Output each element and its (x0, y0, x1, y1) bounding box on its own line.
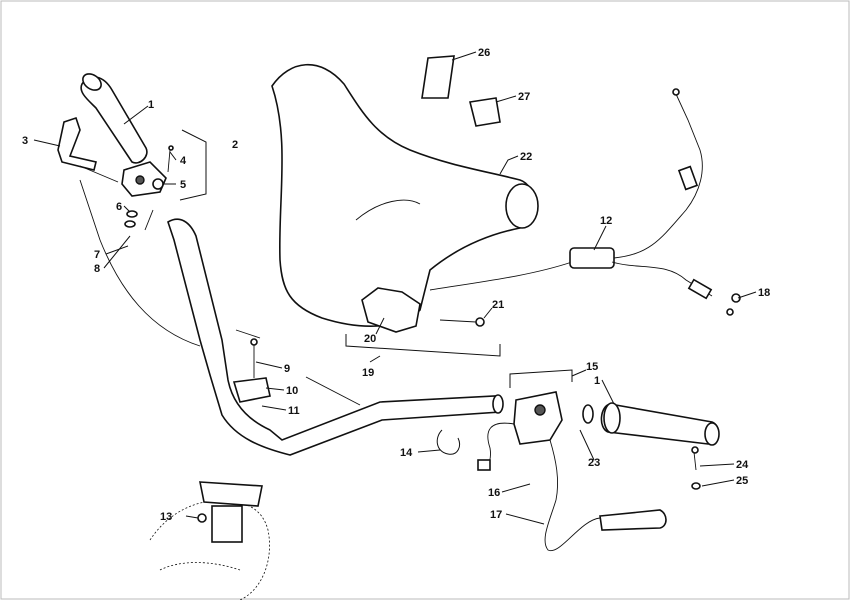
handlebar-pad (271, 63, 539, 327)
callout-labels: 1 2 3 4 5 6 7 8 9 10 11 12 13 14 15 1 16… (22, 47, 770, 523)
callout-25: 25 (736, 475, 748, 487)
callout-4: 4 (180, 155, 187, 167)
callout-8: 8 (94, 263, 100, 275)
snap-ring-14 (436, 429, 461, 455)
screw-24 (691, 446, 699, 471)
throttle-cable (429, 88, 741, 316)
callout-1-left: 1 (148, 99, 154, 111)
callout-12: 12 (600, 215, 612, 227)
callout-11: 11 (288, 405, 300, 417)
right-switch-housing (509, 369, 594, 445)
callout-14: 14 (400, 447, 413, 459)
pad-foam-insert (361, 287, 421, 333)
left-throttle-housing (57, 116, 201, 347)
wire-harness (477, 422, 667, 551)
handlebar (167, 218, 504, 456)
callout-13: 13 (160, 511, 172, 523)
leader-lines (33, 51, 757, 525)
clamp-bolt-9 (250, 338, 258, 378)
right-grip (600, 402, 720, 446)
callout-1-right: 1 (594, 375, 600, 387)
callout-26: 26 (478, 47, 490, 59)
screw-21 (439, 317, 485, 327)
callout-20: 20 (364, 333, 376, 345)
callout-19: 19 (362, 367, 374, 379)
nut-25 (691, 482, 701, 490)
callout-15: 15 (586, 361, 598, 373)
callout-24: 24 (736, 459, 749, 471)
steering-post (149, 481, 270, 600)
callout-3: 3 (22, 135, 28, 147)
left-grip (80, 73, 148, 164)
callout-17: 17 (490, 509, 502, 521)
callout-23: 23 (588, 457, 600, 469)
callout-6: 6 (116, 201, 122, 213)
callout-9: 9 (284, 363, 290, 375)
part-27 (469, 97, 501, 127)
callout-27: 27 (518, 91, 530, 103)
callout-10: 10 (286, 385, 298, 397)
callout-5: 5 (180, 179, 186, 191)
callout-18: 18 (758, 287, 770, 299)
callout-22: 22 (520, 151, 532, 163)
fasteners-left (124, 209, 154, 231)
part-26 (421, 55, 455, 99)
callout-2: 2 (232, 139, 238, 151)
callout-16: 16 (488, 487, 500, 499)
bracket-19 (345, 334, 501, 357)
clamp-10 (232, 377, 271, 403)
callout-7: 7 (94, 249, 100, 261)
callout-21: 21 (492, 299, 504, 311)
